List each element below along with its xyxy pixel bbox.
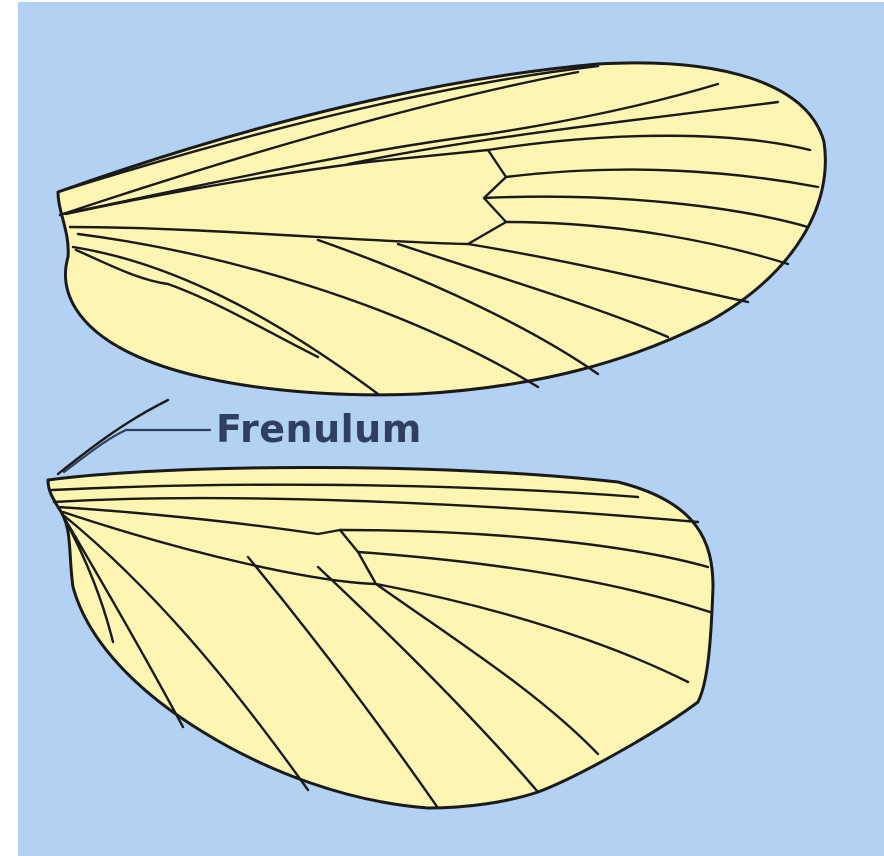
frenulum-label: Frenulum xyxy=(216,407,422,451)
figure-canvas: Frenulum xyxy=(18,2,884,856)
wing-venation-diagram: Frenulum xyxy=(18,2,884,856)
